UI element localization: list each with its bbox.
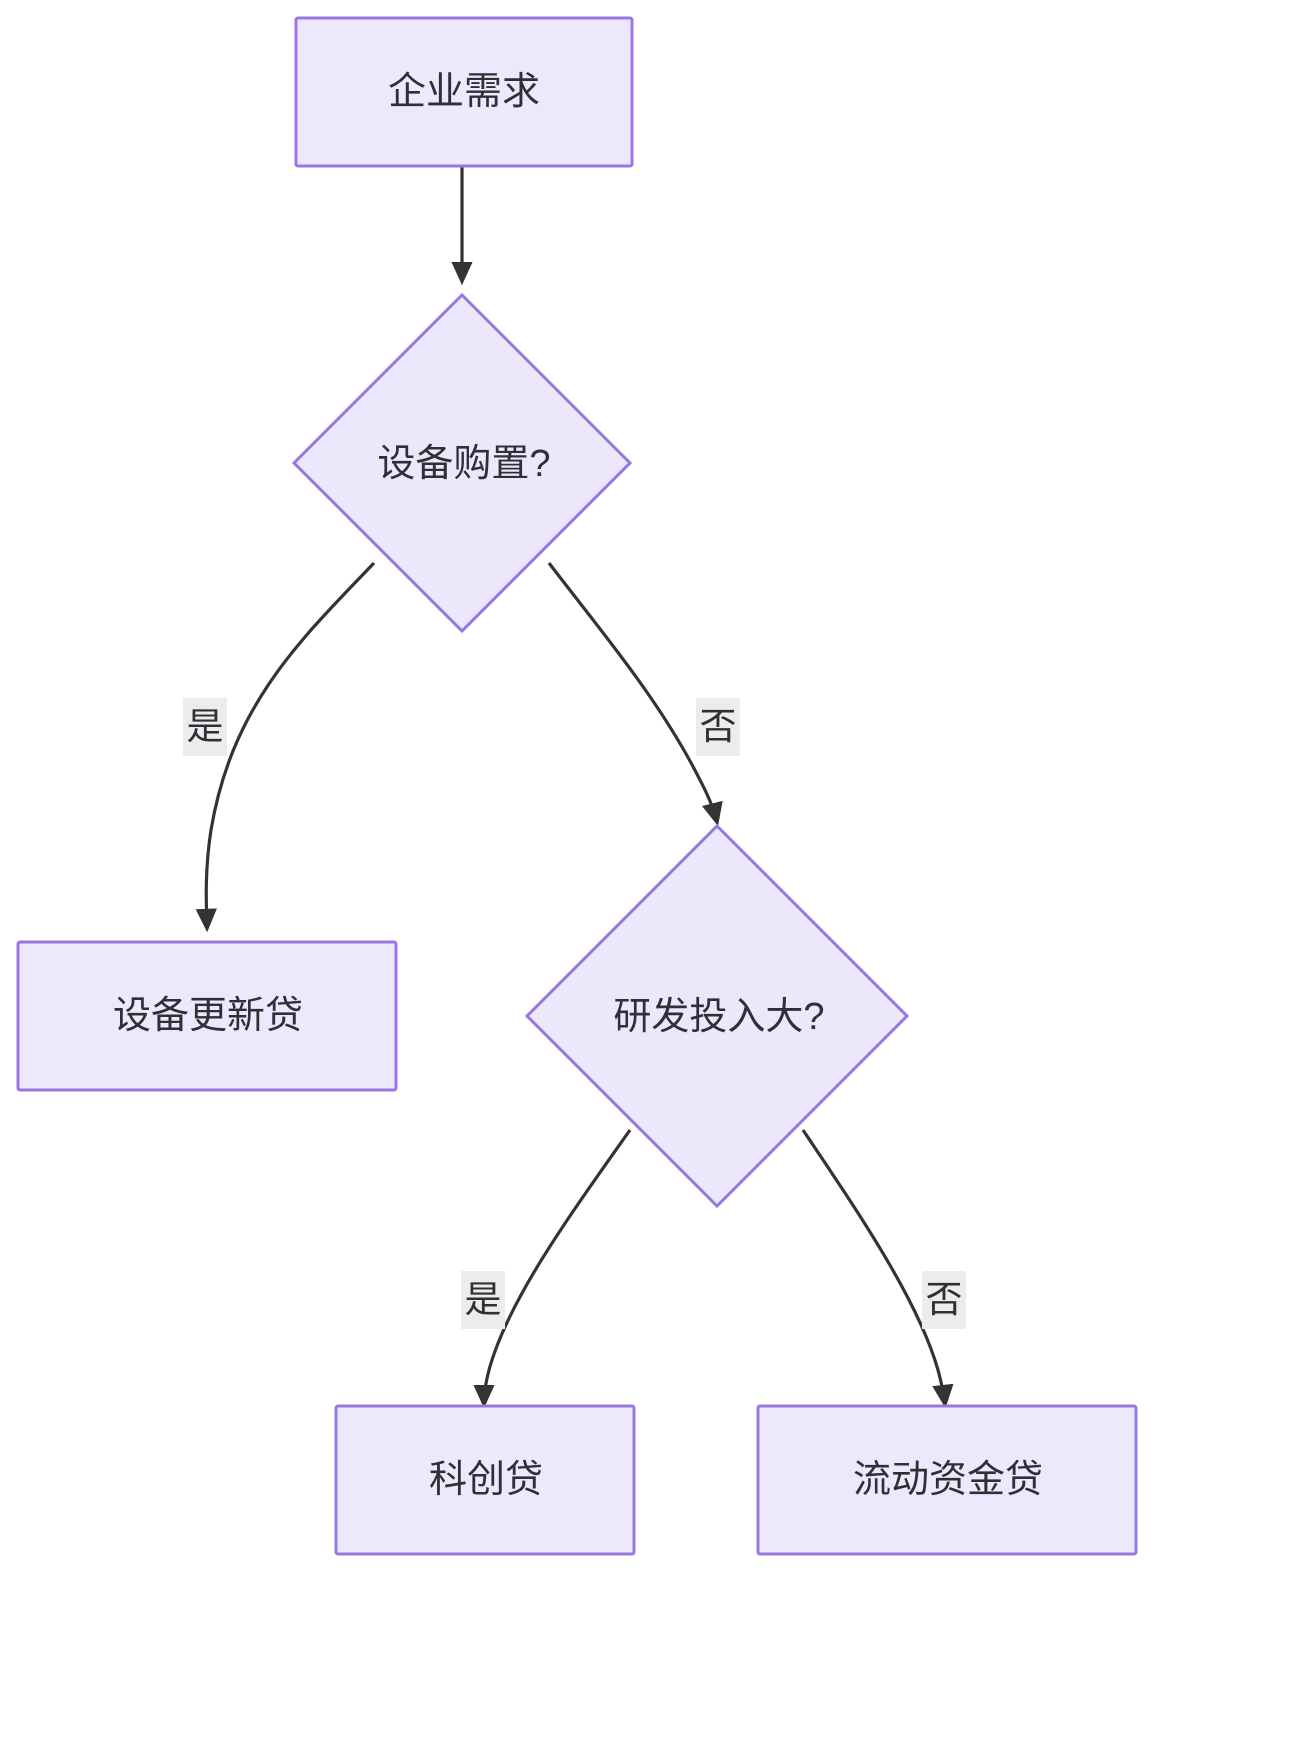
- node-label: 流动资金贷: [853, 1459, 1043, 1501]
- node-tech-innovation-loan[interactable]: 科创贷: [334, 1404, 636, 1556]
- edge-label-text: 是: [187, 706, 224, 747]
- node-label: 设备更新贷: [113, 995, 303, 1037]
- edge-label-text: 否: [700, 706, 737, 747]
- node-rnd-investment-decision[interactable]: 研发投入大?: [524, 823, 910, 1209]
- node-working-capital-loan[interactable]: 流动资金贷: [756, 1404, 1138, 1556]
- node-label: 科创贷: [429, 1459, 543, 1501]
- edge-label-yes-1: 是: [183, 698, 227, 756]
- edge-label-group: 是 否 是 否: [183, 698, 966, 1329]
- node-enterprise-demand[interactable]: 企业需求: [294, 16, 634, 168]
- edge-label-text: 否: [926, 1279, 963, 1320]
- edge-group: [195, 166, 954, 1409]
- node-label: 企业需求: [388, 71, 540, 113]
- edge-n2-n4-no: [547, 562, 723, 827]
- node-equipment-purchase-decision[interactable]: 设备购置?: [291, 292, 633, 634]
- node-equipment-renewal-loan[interactable]: 设备更新贷: [16, 940, 398, 1092]
- node-label: 研发投入大?: [613, 996, 824, 1038]
- edge-n4-n5-yes: [473, 1129, 632, 1409]
- edge-n2-n3-yes: [195, 561, 376, 933]
- node-label: 设备购置?: [377, 443, 550, 485]
- edge-label-no-2: 否: [922, 1271, 966, 1329]
- edge-n4-n6-no: [801, 1129, 954, 1409]
- edge-label-no-1: 否: [696, 698, 740, 756]
- edge-label-yes-2: 是: [461, 1271, 505, 1329]
- edge-label-text: 是: [465, 1279, 502, 1320]
